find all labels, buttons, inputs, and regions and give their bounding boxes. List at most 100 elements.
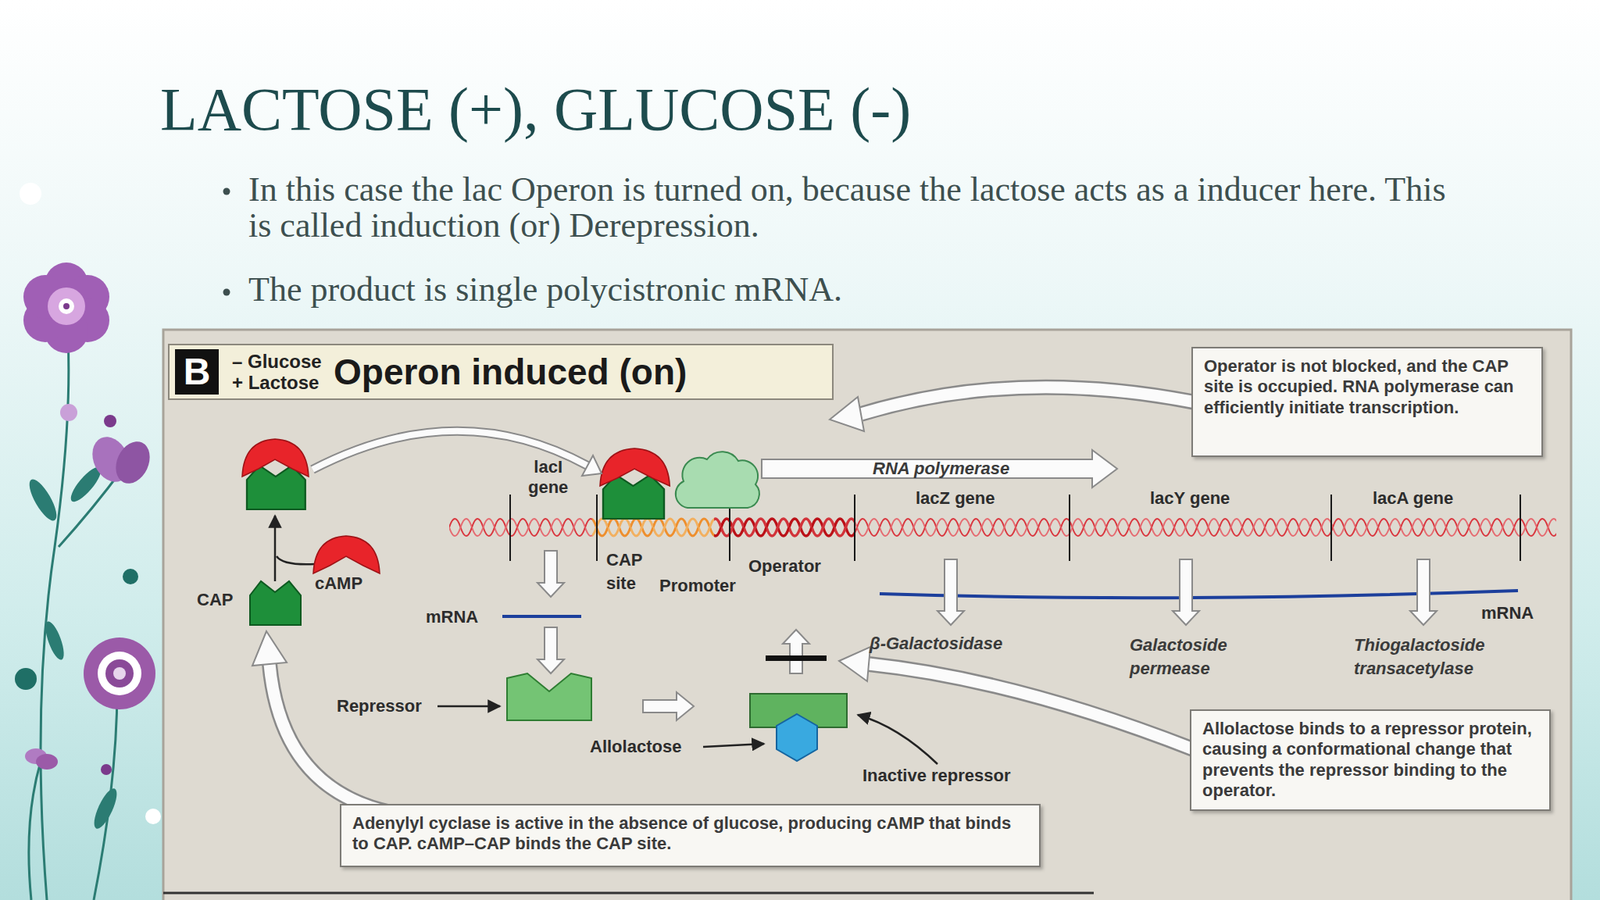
flower-decoration: [89, 785, 122, 832]
cap-protein: [246, 465, 306, 510]
block-bar: [765, 655, 827, 661]
part-label: CAP: [196, 589, 233, 611]
dna-helix: [714, 513, 855, 542]
figure-panel: [163, 329, 1572, 900]
flower-decoration: [14, 182, 161, 900]
flower-decoration: [113, 667, 126, 680]
gene-divider: [509, 494, 511, 561]
protein-label: β-Galactosidase: [869, 633, 1003, 654]
gene-divider: [1330, 494, 1333, 561]
flower-decoration: [105, 659, 134, 688]
callout-box: Operator is not blocked, and the CAP sit…: [1191, 346, 1543, 458]
callout-arrow: [269, 664, 391, 813]
mrna-label: mRNA: [425, 607, 479, 628]
callout-text: Adenylyl cyclase is active in the absenc…: [352, 813, 1029, 855]
bullet-dot: [223, 289, 231, 297]
part-label: Repressor: [336, 696, 422, 717]
block-arrow: [642, 692, 694, 721]
protein-label: Thiogalactoside transacetylase: [1353, 633, 1485, 681]
condition-text: – Glucose + Lactose: [232, 350, 330, 393]
dna-helix: [449, 513, 593, 542]
block-arrow: [1172, 559, 1200, 625]
flower-decoration: [47, 287, 86, 325]
part-label: Allolactose: [589, 736, 682, 758]
mrna-label: mRNA: [1481, 603, 1534, 624]
protein-label: Galactoside permease: [1129, 633, 1228, 681]
camp-molecule: [313, 535, 380, 574]
gene-divider: [1068, 494, 1071, 561]
flower-decoration: [19, 182, 42, 205]
callout-text: Allolactose binds to a repressor protein…: [1202, 718, 1539, 802]
callout-arrow: [839, 646, 871, 682]
flower-decoration: [40, 312, 69, 900]
rna-polymerase-shape: [675, 451, 760, 508]
part-label: cAMP: [314, 573, 363, 594]
flower-decoration: [58, 298, 75, 315]
gene-label: lacI gene: [528, 457, 568, 498]
panel-header: – Glucose + LactoseOperon induced (on) B: [167, 343, 834, 400]
gene-label: lacY gene: [1150, 488, 1230, 509]
flower-decoration: [83, 637, 156, 710]
block-arrow: [537, 627, 565, 674]
gene-divider: [596, 494, 598, 561]
gene-divider: [853, 494, 856, 561]
flower-decoration: [122, 568, 139, 585]
cap-protein: [250, 581, 301, 625]
panel-letter-box: B: [175, 349, 219, 395]
flower-decoration: [42, 619, 68, 662]
bullet-text: In this case the lac Operon is turned on…: [248, 171, 1468, 244]
flower-decoration: [24, 475, 61, 525]
flower-decoration: [97, 651, 142, 696]
panel-edge: [163, 892, 1094, 895]
bullet-text: The product is single polycistronic mRNA…: [248, 271, 1468, 308]
panel-letter: B: [175, 349, 219, 395]
pointer-arrow: [276, 556, 315, 565]
slide-title: LACTOSE (+), GLUCOSE (-): [160, 78, 911, 140]
callout-arrow: [252, 387, 1196, 813]
callout-arrow: [860, 387, 1196, 415]
callout-box: Adenylyl cyclase is active in the absenc…: [339, 803, 1041, 868]
block-arrow: [1410, 559, 1437, 625]
camp-molecule: [600, 448, 670, 486]
mrna-strand: [502, 614, 582, 618]
gene-label: lacA gene: [1372, 488, 1454, 509]
gene-divider: [1519, 494, 1522, 561]
flower-decoration: [109, 435, 157, 490]
pointer-arrow: [703, 743, 765, 747]
camp-molecule: [242, 439, 309, 477]
dna-helix: [854, 513, 1557, 542]
pointer-arrow: [857, 714, 938, 765]
gene-label: lacZ gene: [915, 488, 995, 509]
part-label: Inactive repressor: [862, 765, 1011, 786]
header-text: Operon induced (on): [333, 350, 687, 393]
callout-arrow: [860, 387, 1196, 415]
callout-text: Operator is not blocked, and the CAP sit…: [1203, 356, 1531, 418]
callout-arrow: [252, 631, 287, 666]
binding-arrow: [582, 455, 602, 476]
repressor-shape: [507, 673, 592, 721]
site-label: CAP site: [606, 548, 643, 596]
pointer-arrow: [275, 515, 938, 765]
flower-decoration: [35, 753, 58, 770]
callout-arrow: [829, 396, 865, 432]
flower-decoration: [14, 667, 37, 690]
site-label: Operator: [748, 556, 822, 577]
flower-decoration: [103, 414, 117, 428]
block-arrow: [537, 550, 565, 597]
allolactose-shape: [776, 714, 818, 761]
flower-decoration: [60, 403, 78, 422]
flower-decoration: [145, 808, 161, 825]
pointer-arrow: [274, 515, 277, 582]
site-label: Promoter: [659, 575, 736, 597]
enzyme-label: RNA polymerase: [872, 458, 1010, 479]
flower-decoration: [28, 761, 41, 900]
block-arrow: [782, 629, 810, 674]
block-arrow: [937, 559, 965, 625]
cap-protein: [603, 475, 665, 519]
bullet-dot: [223, 188, 231, 196]
block-arrow: [761, 450, 1118, 488]
flower-decoration: [100, 764, 112, 775]
flower-decoration: [63, 303, 70, 310]
